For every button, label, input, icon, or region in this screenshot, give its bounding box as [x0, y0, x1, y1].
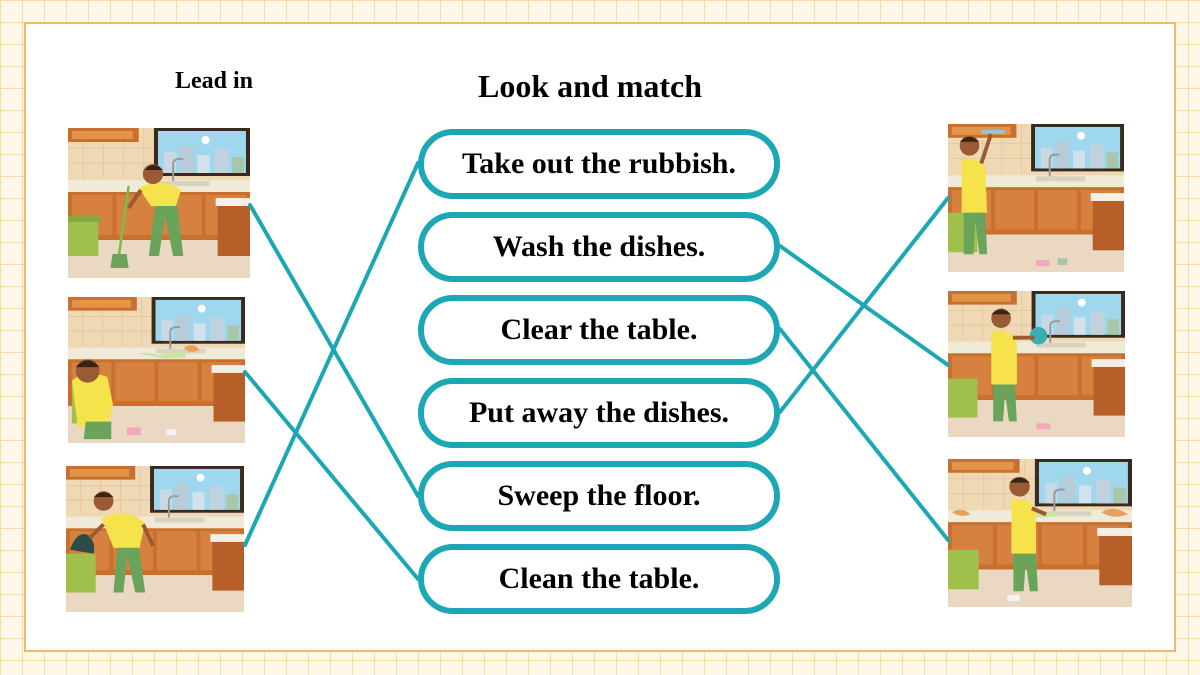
picture-boy-washing-dishes[interactable]	[948, 291, 1125, 437]
phrase-take-out-rubbish[interactable]: Take out the rubbish.	[418, 129, 780, 199]
trash-bin-icon	[68, 220, 99, 256]
lead-in-heading: Lead in	[175, 68, 254, 94]
picture-boy-taking-out-rubbish[interactable]	[66, 466, 244, 612]
picture-boy-putting-away-dishes[interactable]	[948, 124, 1124, 272]
picture-boy-sweeping[interactable]	[68, 128, 250, 278]
phrase-wash-dishes[interactable]: Wash the dishes.	[418, 212, 780, 282]
trash-bin-icon	[948, 549, 979, 590]
picture-boy-picking-up[interactable]	[68, 297, 245, 443]
phrase-clean-table[interactable]: Clean the table.	[418, 544, 780, 614]
phrase-put-away-dishes[interactable]: Put away the dishes.	[418, 378, 780, 448]
look-and-match-title: Look and match	[478, 68, 703, 104]
picture-boy-clearing-table[interactable]	[948, 459, 1132, 607]
trash-bin-icon	[948, 378, 978, 418]
rubbish-bag-icon	[69, 534, 95, 554]
phrase-sweep-floor[interactable]: Sweep the floor.	[418, 461, 780, 531]
trash-bin-icon	[66, 553, 96, 593]
dish-icon	[1029, 327, 1048, 345]
broom-icon	[117, 185, 130, 259]
dish-icon	[981, 129, 1005, 134]
phrase-clear-table[interactable]: Clear the table.	[418, 295, 780, 365]
